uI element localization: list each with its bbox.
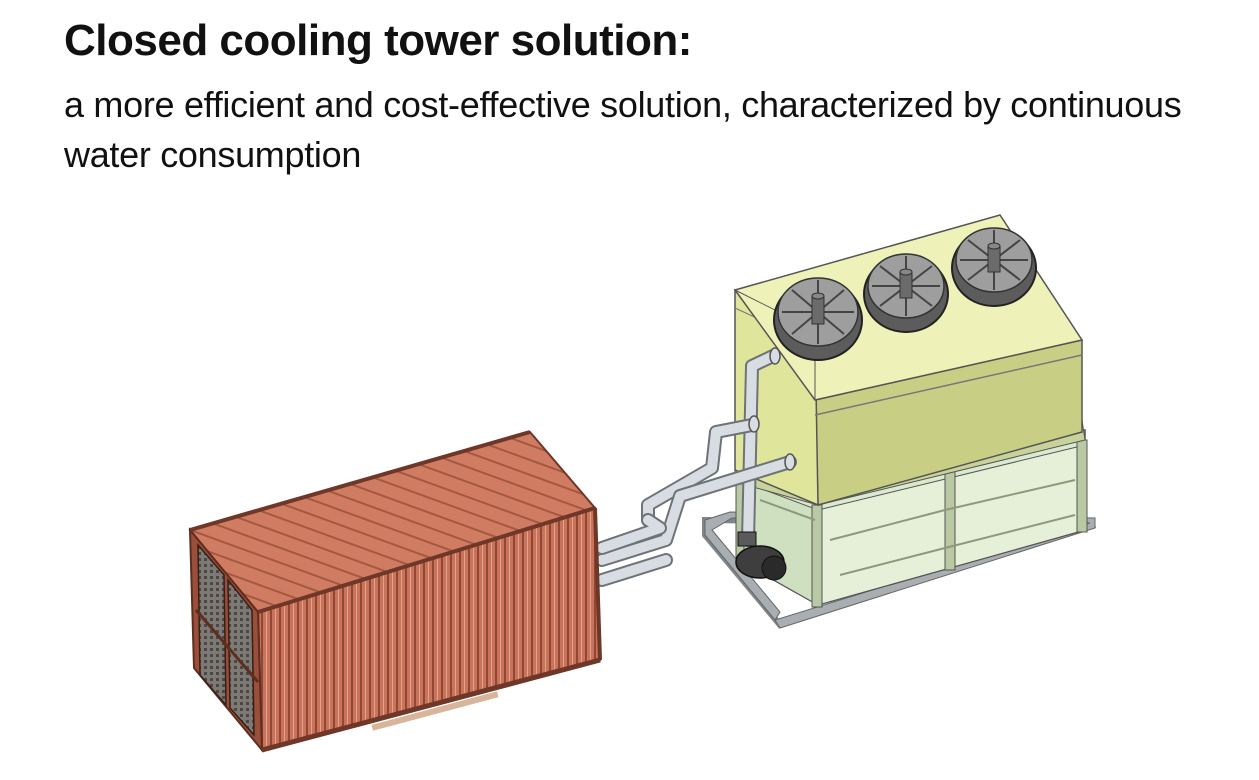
page-subtitle: a more efficient and cost-effective solu… [64,84,1182,175]
fan [863,253,949,333]
pipes [595,347,797,587]
page-title: Closed cooling tower solution: [64,16,692,65]
pump [735,531,787,581]
shipping-container [188,430,602,753]
fan [773,277,863,361]
fan [951,227,1037,307]
